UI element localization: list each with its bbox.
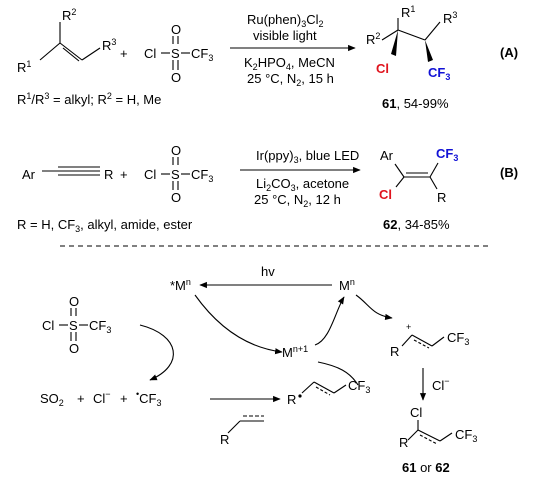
reaction-a: R2 R1 R3 + Cl S O O CF3 Ru(phen)3Cl2 vis… — [17, 4, 518, 111]
reduction-curve-arrow — [314, 296, 345, 346]
cation-intermediate: R + CF3 — [390, 322, 469, 359]
oxidation-curve-arrow — [194, 294, 283, 355]
triflyl-chloride: Cl S O O CF3 — [144, 22, 213, 85]
final-r: R — [399, 435, 408, 450]
reagent-cf3: CF3 — [191, 167, 213, 184]
reagent-cf3: CF3 — [191, 46, 213, 63]
cf3-radical: •CF3 — [136, 389, 162, 408]
triflyl-chloride-b: Cl S O O CF3 — [144, 143, 213, 205]
reagent-cf3: CF3 — [89, 318, 111, 335]
sulfur-dioxide: SO2 — [40, 391, 64, 408]
label-a: (A) — [500, 45, 518, 60]
radical-curve-arrow — [317, 361, 359, 386]
condition-temp-time-b: 25 °C, N2, 12 h — [254, 192, 341, 209]
plus-sign: + — [120, 46, 128, 61]
cation-plus: + — [406, 322, 411, 332]
alkene-r3: R3 — [102, 37, 116, 53]
excited-catalyst: *Mn — [170, 277, 191, 293]
substrate-r: R — [220, 432, 229, 447]
reagent-s: S — [171, 46, 180, 61]
scope-a: R1/R3 = alkyl; R2 = H, Me — [17, 91, 161, 107]
product-cl-b: Cl — [379, 187, 392, 202]
substrate-structure: R — [220, 415, 264, 447]
label-b: (B) — [500, 165, 518, 180]
plus-2: + — [120, 391, 128, 406]
product-61-label: 61, 54-99% — [382, 96, 449, 111]
reagent-o-bottom: O — [69, 341, 79, 356]
reagent-o-top: O — [171, 143, 181, 158]
final-cf3: CF3 — [455, 427, 477, 444]
product-cf3: CF3 — [428, 65, 450, 82]
chloride-ion: Cl− — [93, 389, 111, 406]
product-r1: R1 — [401, 4, 415, 20]
condition-catalyst-b: Ir(ppy)3, blue LED — [256, 148, 359, 165]
reagent-o-top: O — [171, 22, 181, 37]
hv-label: hv — [261, 264, 275, 279]
condition-catalyst: Ru(phen)3Cl2 — [247, 12, 324, 29]
cation-r: R — [390, 344, 399, 359]
triflyl-chloride-cycle: Cl S O O CF3 — [42, 294, 111, 356]
final-product-structure: Cl R CF3 — [399, 405, 477, 450]
reagent-cl: Cl — [144, 167, 156, 182]
radical-dot — [298, 394, 302, 398]
product-62-structure: Ar Cl CF3 R — [379, 146, 458, 205]
condition-base-solvent: K2HPO4, MeCN — [244, 55, 335, 72]
product-62-label: 62, 34-85% — [383, 217, 450, 232]
oxidized-catalyst: Mn+1 — [282, 344, 308, 360]
plus-1: + — [77, 391, 85, 406]
reagent-curve-arrow — [139, 324, 174, 381]
product-ar: Ar — [380, 148, 394, 163]
radical-r: R — [287, 392, 296, 407]
reagent-s: S — [69, 318, 78, 333]
condition-light: visible light — [253, 28, 317, 43]
ground-catalyst: Mn — [339, 277, 355, 293]
final-product-label: 61 or 62 — [402, 460, 450, 475]
alkene-r1: R1 — [17, 59, 31, 75]
radical-intermediate: R CF3 — [287, 378, 370, 407]
reagent-o-bottom: O — [171, 70, 181, 85]
reagent-s: S — [171, 167, 180, 182]
plus-sign: + — [120, 167, 128, 182]
radical-cf3: CF3 — [348, 378, 370, 395]
condition-temp-time: 25 °C, N2, 15 h — [247, 71, 334, 88]
product-cf3-b: CF3 — [436, 146, 458, 163]
product-61-structure: R1 R2 R3 Cl CF3 — [366, 4, 457, 82]
reagent-cl: Cl — [144, 46, 156, 61]
product-r2: R2 — [366, 31, 380, 47]
alkyne-r: R — [104, 167, 113, 182]
alkyne-structure: Ar R — [22, 166, 113, 182]
scope-b: R = H, CF3, alkyl, amide, ester — [17, 217, 193, 234]
reaction-b: Ar R + Cl S O O CF3 Ir(ppy)3, blue LED L… — [17, 143, 518, 234]
reagent-cl: Cl — [42, 318, 54, 333]
product-r-b: R — [437, 190, 446, 205]
alkene-structure: R2 R1 R3 — [17, 7, 116, 75]
product-r3: R3 — [443, 10, 457, 26]
mechanism: hv *Mn Mn Cl S O O CF3 Mn+1 SO2 + Cl− + — [40, 264, 477, 475]
reagent-o-bottom: O — [171, 190, 181, 205]
reagent-o-top: O — [69, 294, 79, 309]
alkyne-ar: Ar — [22, 167, 36, 182]
alkene-r2: R2 — [62, 7, 76, 23]
condition-base-solvent-b: Li2CO3, acetone — [256, 176, 349, 193]
cation-curve-arrow — [355, 294, 393, 321]
product-cl: Cl — [376, 61, 389, 76]
chloride-reagent: Cl− — [432, 376, 450, 393]
final-cl: Cl — [410, 405, 422, 420]
cation-cf3: CF3 — [447, 330, 469, 347]
